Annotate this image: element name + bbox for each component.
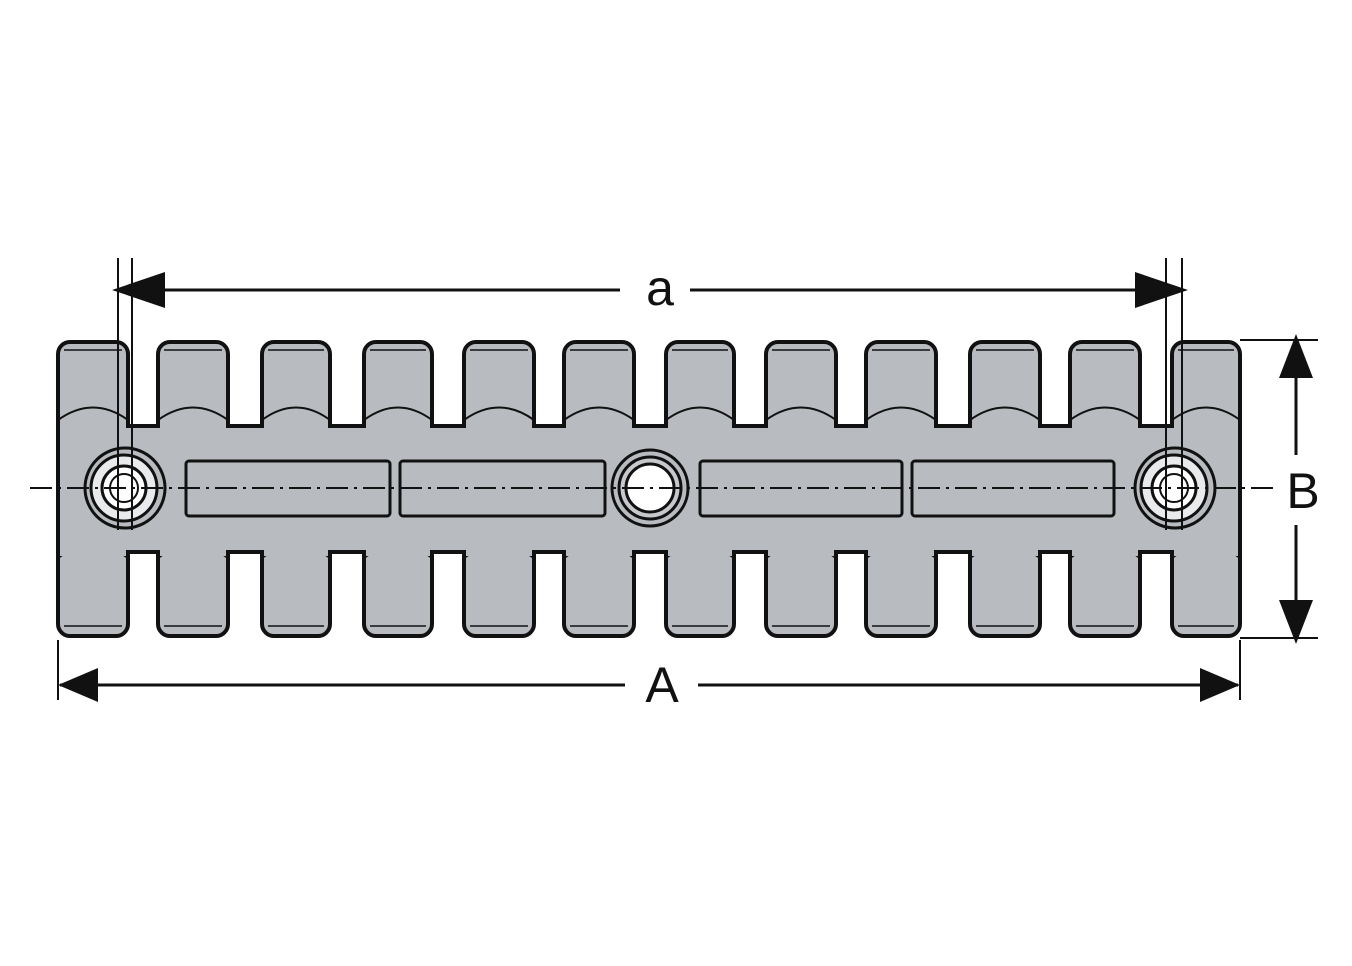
tooth-join-bottom (60, 548, 126, 556)
dimension-A: A (58, 657, 1240, 713)
tooth-join-bottom (466, 548, 532, 556)
tooth-join-bottom (768, 548, 834, 556)
tooth-join-bottom (668, 548, 732, 556)
dimension-a: a (112, 260, 1188, 316)
dimension-A-label: A (645, 657, 679, 713)
dimension-B: B (1279, 334, 1320, 644)
upper-tooth-arc (969, 406, 1041, 421)
tooth-join-top (60, 422, 126, 430)
tooth-join-bottom (366, 548, 430, 556)
dimension-a-label: a (646, 260, 674, 316)
upper-tooth-arc (1069, 406, 1141, 421)
arrow-a-right (1135, 272, 1188, 308)
arrow-A-left (58, 668, 98, 702)
tooth-join-top (466, 422, 532, 430)
tooth-join-bottom (1072, 548, 1138, 556)
tooth-join-bottom (972, 548, 1038, 556)
lower-teeth-row (56, 534, 1242, 638)
tooth-join-bottom (264, 548, 328, 556)
dimension-B-label: B (1286, 463, 1319, 519)
tooth-join-top (264, 422, 328, 430)
extension-lines (57, 258, 1318, 700)
tooth-join-top (868, 422, 934, 430)
tooth-join-top (1174, 422, 1238, 430)
upper-tooth-arc (563, 406, 635, 421)
tooth-join-bottom (868, 548, 934, 556)
teeth-joins (60, 422, 1238, 556)
arrow-A-right (1200, 668, 1240, 702)
tooth-join-top (668, 422, 732, 430)
tooth-join-top (366, 422, 430, 430)
tooth-join-bottom (160, 548, 226, 556)
upper-tooth-arc (57, 406, 129, 421)
arrow-B-bottom (1279, 600, 1313, 644)
tooth-join-top (1072, 422, 1138, 430)
upper-tooth-arc (157, 406, 229, 421)
tooth-join-bottom (566, 548, 632, 556)
tooth-join-top (566, 422, 632, 430)
tooth-join-bottom (1174, 548, 1238, 556)
upper-tooth-arc (1171, 406, 1241, 421)
tooth-join-top (160, 422, 226, 430)
arrow-a-left (112, 272, 165, 308)
tooth-join-top (768, 422, 834, 430)
tooth-join-top (972, 422, 1038, 430)
upper-tooth-arc (261, 406, 331, 421)
upper-tooth-arc (463, 406, 535, 421)
upper-tooth-arc (363, 406, 433, 421)
arrow-B-top (1279, 334, 1313, 378)
upper-tooth-arc (665, 406, 735, 421)
upper-tooth-arc (865, 406, 937, 421)
upper-tooth-arc (765, 406, 837, 421)
